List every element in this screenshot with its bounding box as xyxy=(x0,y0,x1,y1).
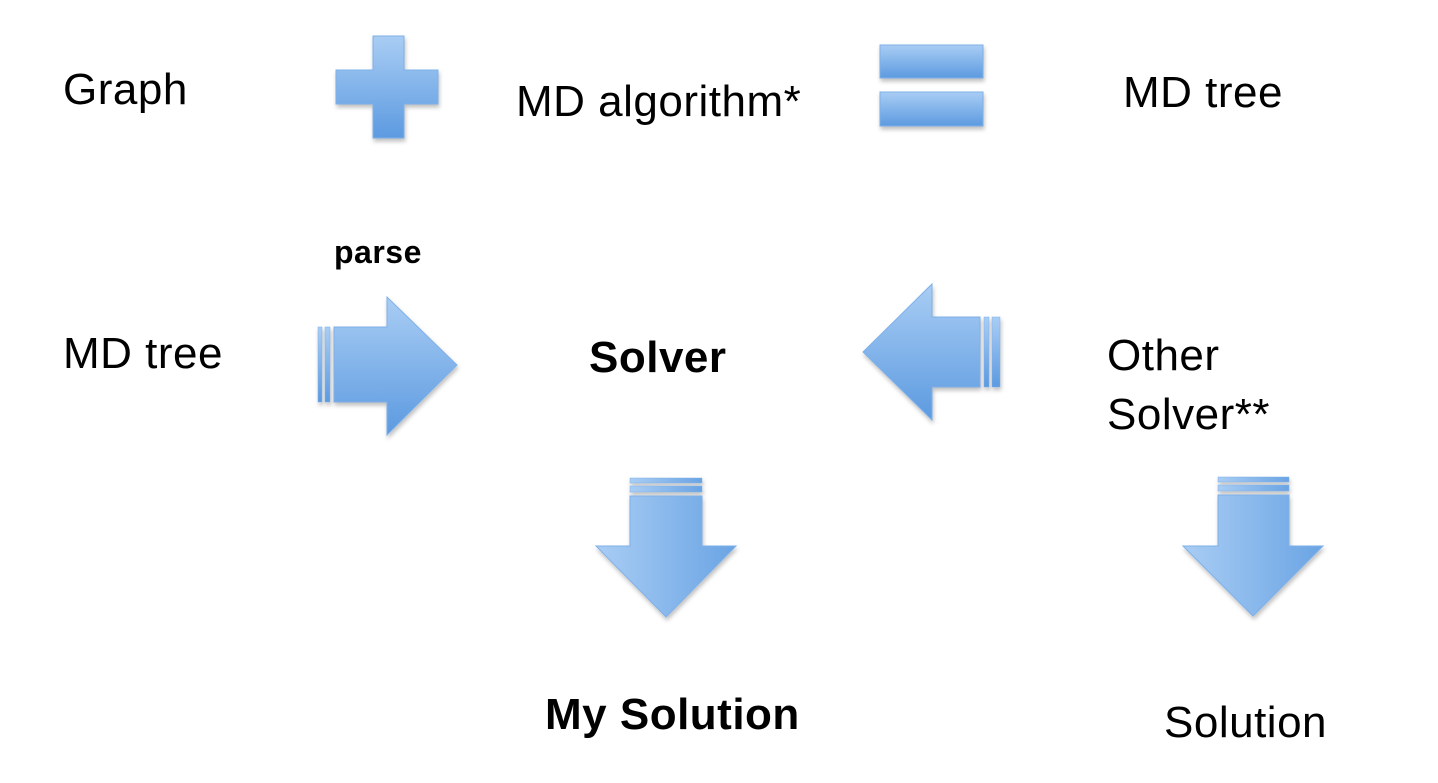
plus-icon xyxy=(335,35,439,139)
md-tree-result-label: MD tree xyxy=(1123,68,1283,117)
md-algorithm-label: MD algorithm* xyxy=(516,77,802,126)
graph-label: Graph xyxy=(63,65,188,114)
arrow-down-icon xyxy=(594,477,738,618)
other-solver-label-line2: Solver** xyxy=(1107,390,1270,439)
solution-label: Solution xyxy=(1164,698,1328,747)
arrow-left-icon xyxy=(862,282,1001,422)
md-tree-input-label: MD tree xyxy=(63,329,223,378)
parse-label: parse xyxy=(334,234,422,270)
arrow-down-icon xyxy=(1181,476,1325,617)
my-solution-label: My Solution xyxy=(545,690,800,739)
other-solver-label-line1: Other xyxy=(1107,331,1220,380)
arrow-right-icon xyxy=(317,295,458,437)
solver-label: Solver xyxy=(589,333,727,382)
equals-icon xyxy=(879,44,984,127)
